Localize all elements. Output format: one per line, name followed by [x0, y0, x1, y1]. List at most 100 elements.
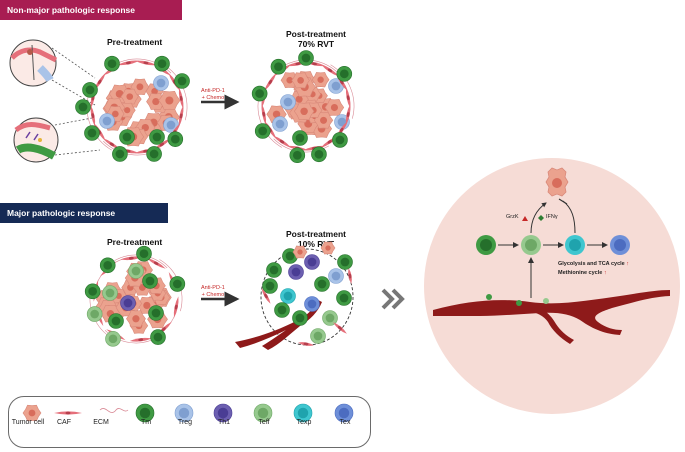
top-pre-treatment-label: Pre-treatment [107, 37, 163, 47]
mechanism-tm-cell [476, 235, 496, 255]
tcell-tm [336, 66, 353, 82]
tcell-treg [328, 78, 344, 94]
tcell-teff [105, 331, 121, 347]
bottom-treatment-label: Anti-PD-1 + Chemo [201, 285, 225, 298]
tcell-teff [102, 285, 118, 301]
caf-cell [320, 64, 340, 77]
ifng-label: IFNγ [546, 214, 558, 220]
caf-cell [173, 296, 179, 318]
tcell-tm [149, 129, 165, 145]
caf-cell [135, 60, 157, 66]
mechanism-background-circle [424, 158, 680, 414]
top-rvt-value: 70% RVT [297, 39, 335, 49]
caf-cell [129, 337, 152, 342]
bottom-post-treatment-label: Post-treatment 10% RVT [286, 229, 346, 249]
tumor-cell [158, 90, 181, 110]
top-post-treatment-title: Post-treatment [286, 29, 346, 39]
tcell-treg [272, 116, 288, 132]
vessel-tm-cell [516, 300, 522, 306]
caf-cell [178, 87, 184, 110]
blood-vessel-branch [528, 306, 574, 344]
vessel-tm-cell [486, 294, 492, 300]
legend-label-teff: Teff [258, 419, 270, 426]
transition-chevron-icon [381, 288, 405, 310]
tcell-tm [262, 278, 278, 294]
bottom-treatment-drug: Anti-PD-1 [201, 285, 225, 291]
tcell-tm [274, 302, 290, 318]
top-post-treatment-label: Post-treatment 70% RVT [286, 29, 346, 49]
tcell-tm [99, 257, 116, 274]
tcell-treg [153, 75, 169, 91]
tcell-th1 [120, 295, 136, 311]
non-major-response-banner: Non-major pathologic response [0, 0, 182, 20]
mechanism-teff-cell [521, 235, 541, 255]
caf-cell [264, 72, 277, 92]
mechanism-tumor-cell [545, 167, 569, 197]
tcell-tm [336, 290, 352, 306]
legend-treg-icon [174, 403, 194, 423]
tumor-cell [311, 72, 330, 88]
tcell-tm [112, 146, 128, 162]
tcell-tm [150, 329, 166, 345]
tumor-cell [320, 241, 336, 255]
tcell-teff [128, 263, 144, 279]
top-treatment-drug: Anti-PD-1 [201, 88, 225, 94]
tcell-th1 [288, 264, 304, 280]
caf-cell [261, 103, 267, 126]
glycolysis-label: Glycolysis and TCA cycle ↑ [558, 261, 629, 267]
tcell-tm [75, 99, 91, 115]
bottom-rvt-value: 10% RVT [297, 239, 335, 249]
zoom-inset-lower [13, 117, 59, 163]
legend-label-ecm: ECM [93, 419, 109, 426]
zoom-inset-upper [9, 39, 58, 87]
legend-label-caf: CAF [57, 419, 71, 426]
zoom-guide-lines [51, 47, 101, 156]
tcell-tm [119, 129, 135, 145]
tcell-teff [310, 328, 326, 344]
top-pre-treatment-tumor [75, 55, 190, 162]
tumor-cell [313, 111, 334, 129]
tumor-cell [120, 88, 139, 105]
tcell-texp [280, 288, 296, 304]
tcell-tm [169, 276, 186, 292]
tcell-teff [322, 310, 338, 326]
cell-type-legend: Tumor cell CAF ECM Tm Treg Th1 Teff Texp… [8, 396, 371, 448]
caf-cell [120, 256, 143, 261]
bottom-pre-treatment-label: Pre-treatment [107, 237, 163, 247]
legend-teff-icon [253, 403, 273, 423]
top-treatment-chemo: + Chemo [201, 94, 225, 101]
caf-cell [146, 257, 166, 269]
ifng-diamond-icon [538, 215, 544, 221]
tcell-tm [104, 55, 120, 72]
vessel-teff-cell [543, 298, 549, 304]
legend-label-tex: Tex [339, 419, 351, 426]
tumor-blood-vessel [235, 300, 322, 350]
caf-cell [117, 60, 140, 66]
caf-cell [178, 105, 184, 127]
caf-cell [261, 288, 271, 304]
top-post-treatment-tumor [251, 50, 355, 164]
tcell-tm [82, 82, 98, 98]
tcell-treg [328, 268, 344, 284]
glycolysis-text: Glycolysis and TCA cycle [558, 261, 625, 267]
tcell-treg [99, 113, 115, 129]
legend-th1-icon [213, 403, 233, 423]
bottom-post-treatment-title: Post-treatment [286, 229, 346, 239]
mechanism-texp-cell [565, 235, 585, 255]
tumor-cell [292, 245, 308, 259]
legend-icons [22, 403, 354, 423]
tumor-cell [126, 310, 146, 328]
legend-label-tm: Tm [140, 419, 152, 426]
tcell-teff [86, 306, 103, 322]
grzk-up-triangle [522, 216, 528, 221]
bottom-treatment-chemo: + Chemo [201, 291, 225, 298]
tcell-tm [146, 146, 162, 162]
caf-cell [272, 135, 292, 148]
tumor-cell [146, 93, 166, 110]
legend-label-th1: Th1 [217, 419, 231, 426]
caf-cell [345, 86, 351, 109]
tcell-tm [136, 245, 152, 262]
methionine-label: Methionine cycle ↑ [558, 270, 607, 276]
legend-label-texp: Texp [296, 419, 312, 426]
